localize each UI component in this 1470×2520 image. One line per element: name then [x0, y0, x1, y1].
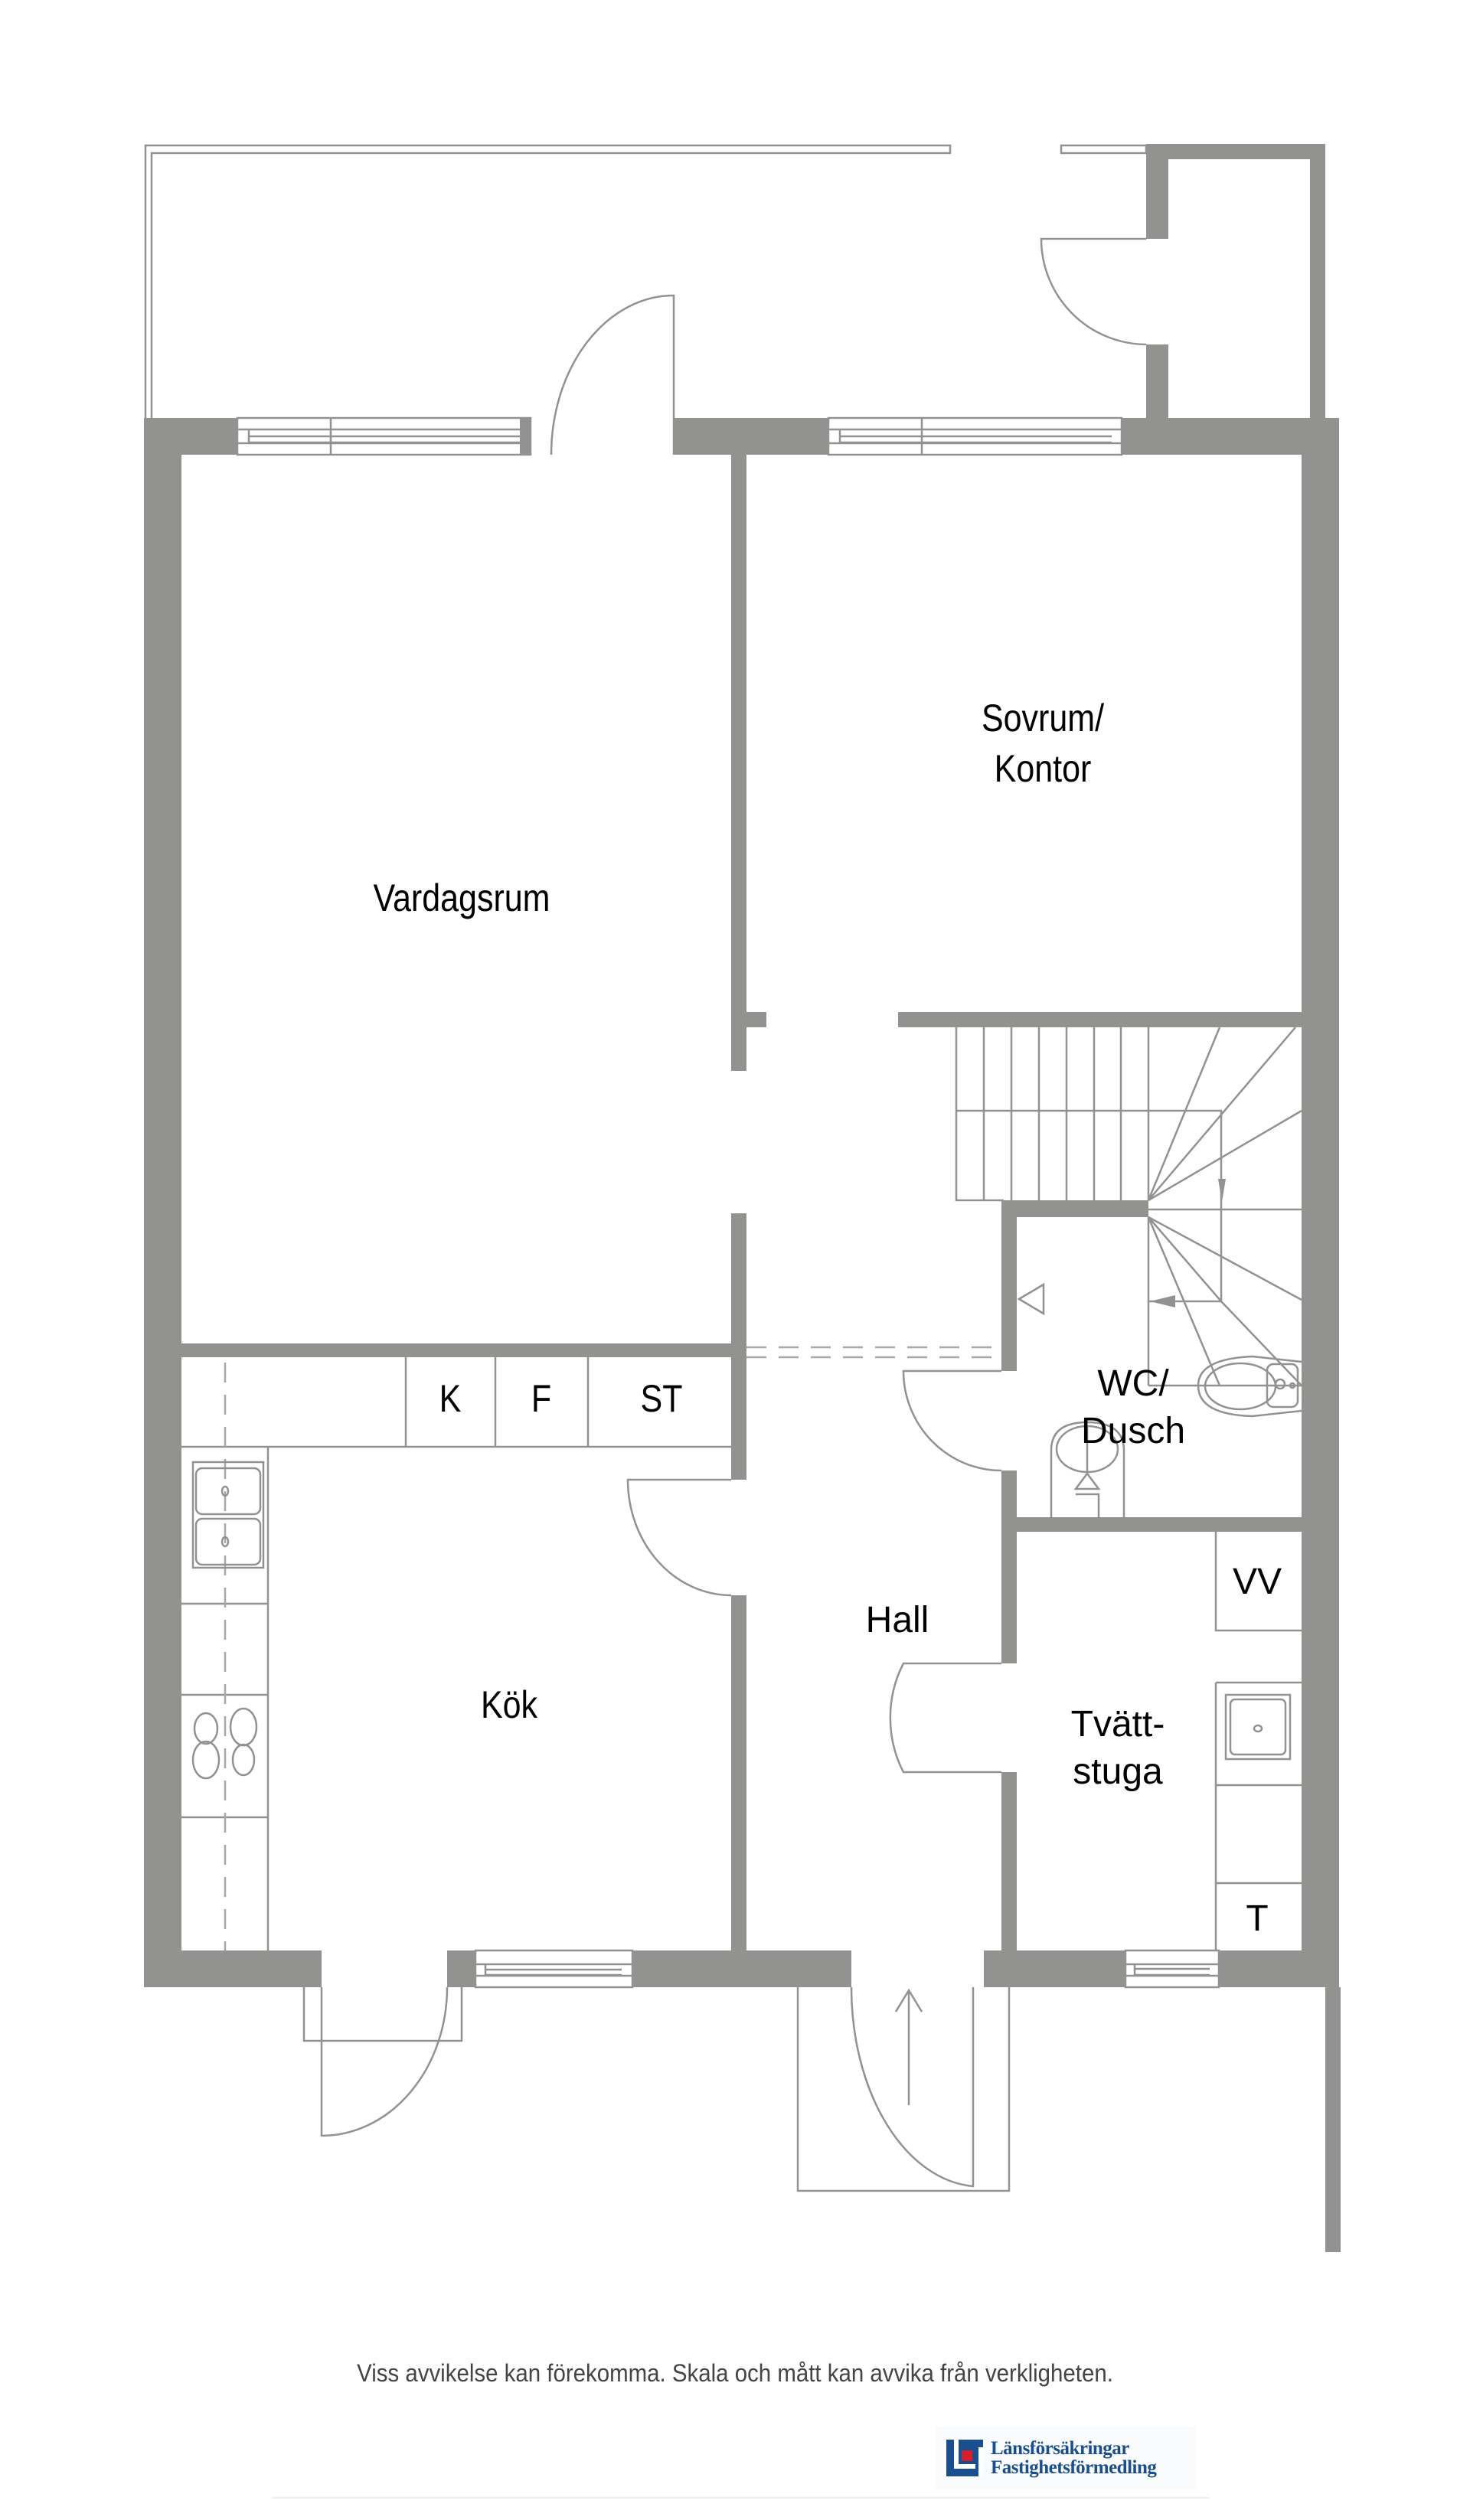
wc-laundry-wall — [889, 1200, 1302, 1950]
washbasin — [1050, 1421, 1125, 1517]
brand-line-1: Länsförsäkringar — [991, 2438, 1129, 2459]
label-line: Hall — [865, 1600, 929, 1640]
appliance-label-water-heater: VV — [1232, 1562, 1282, 1602]
center-wall — [626, 455, 766, 1950]
label-line: WC/ — [1097, 1363, 1169, 1404]
staircase — [898, 1012, 1302, 1387]
brand-logo: Länsförsäkringar Fastighetsförmedling — [936, 2427, 1196, 2489]
label-line: Sovrum/ — [981, 697, 1105, 739]
brand-line-2: Fastighetsförmedling — [991, 2457, 1157, 2478]
brand-name: Länsförsäkringar Fastighetsförmedling — [991, 2438, 1157, 2478]
label-line: Dusch — [1080, 1411, 1186, 1451]
room-label-wc-dusch: WC/ Dusch — [1081, 1360, 1185, 1455]
room-label-sovrum-kontor: Sovrum/ Kontor — [982, 693, 1104, 794]
overhead-beam-dashed — [746, 1346, 1001, 1359]
room-label-vardagsrum: Vardagsrum — [373, 873, 550, 923]
terrace-railing — [144, 144, 1148, 418]
top-wall — [144, 294, 1325, 456]
brand-logo-icon — [946, 2440, 983, 2476]
label-line: Tvätt- — [1070, 1704, 1165, 1745]
appliance-label-fridge: K — [439, 1377, 462, 1420]
appliance-label-freezer: F — [531, 1377, 552, 1420]
disclaimer-text: Viss avvikelse kan förekomma. Skala och … — [357, 2359, 1113, 2387]
right-outer-wall — [1302, 418, 1339, 1987]
storage-shed — [1040, 144, 1325, 455]
room-label-hall: Hall — [866, 1597, 929, 1644]
bottom-wall — [144, 1949, 1339, 1989]
kitchen-back-door — [302, 1986, 463, 2137]
label-line: Vardagsrum — [373, 876, 550, 919]
main-entrance — [796, 1986, 1011, 2192]
label-line: stuga — [1073, 1751, 1163, 1792]
label-line: Kök — [480, 1683, 538, 1726]
footer-divider — [272, 2497, 1210, 2499]
appliance-label-cabinet: ST — [640, 1377, 683, 1420]
laundry-fixtures — [1214, 1532, 1302, 1950]
left-outer-wall — [144, 418, 181, 1987]
label-line: Kontor — [994, 747, 1092, 790]
kitchen-counter — [181, 1357, 732, 1950]
garden-fence — [1325, 1987, 1341, 2252]
toilet — [1197, 1355, 1302, 1418]
kitchen-living-wall — [181, 1343, 746, 1357]
appliance-label-dryer: T — [1246, 1898, 1269, 1939]
room-label-kok: Kök — [481, 1679, 537, 1730]
room-label-tvattstuga: Tvätt- stuga — [1071, 1701, 1165, 1796]
